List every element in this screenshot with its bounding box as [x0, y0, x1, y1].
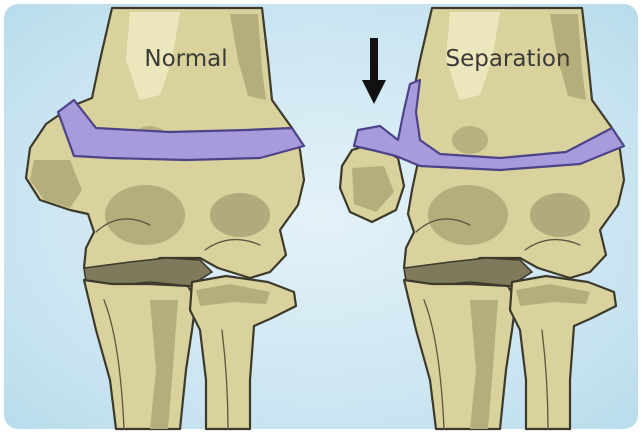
label-separation: Separation	[445, 46, 570, 72]
label-normal: Normal	[144, 46, 227, 72]
